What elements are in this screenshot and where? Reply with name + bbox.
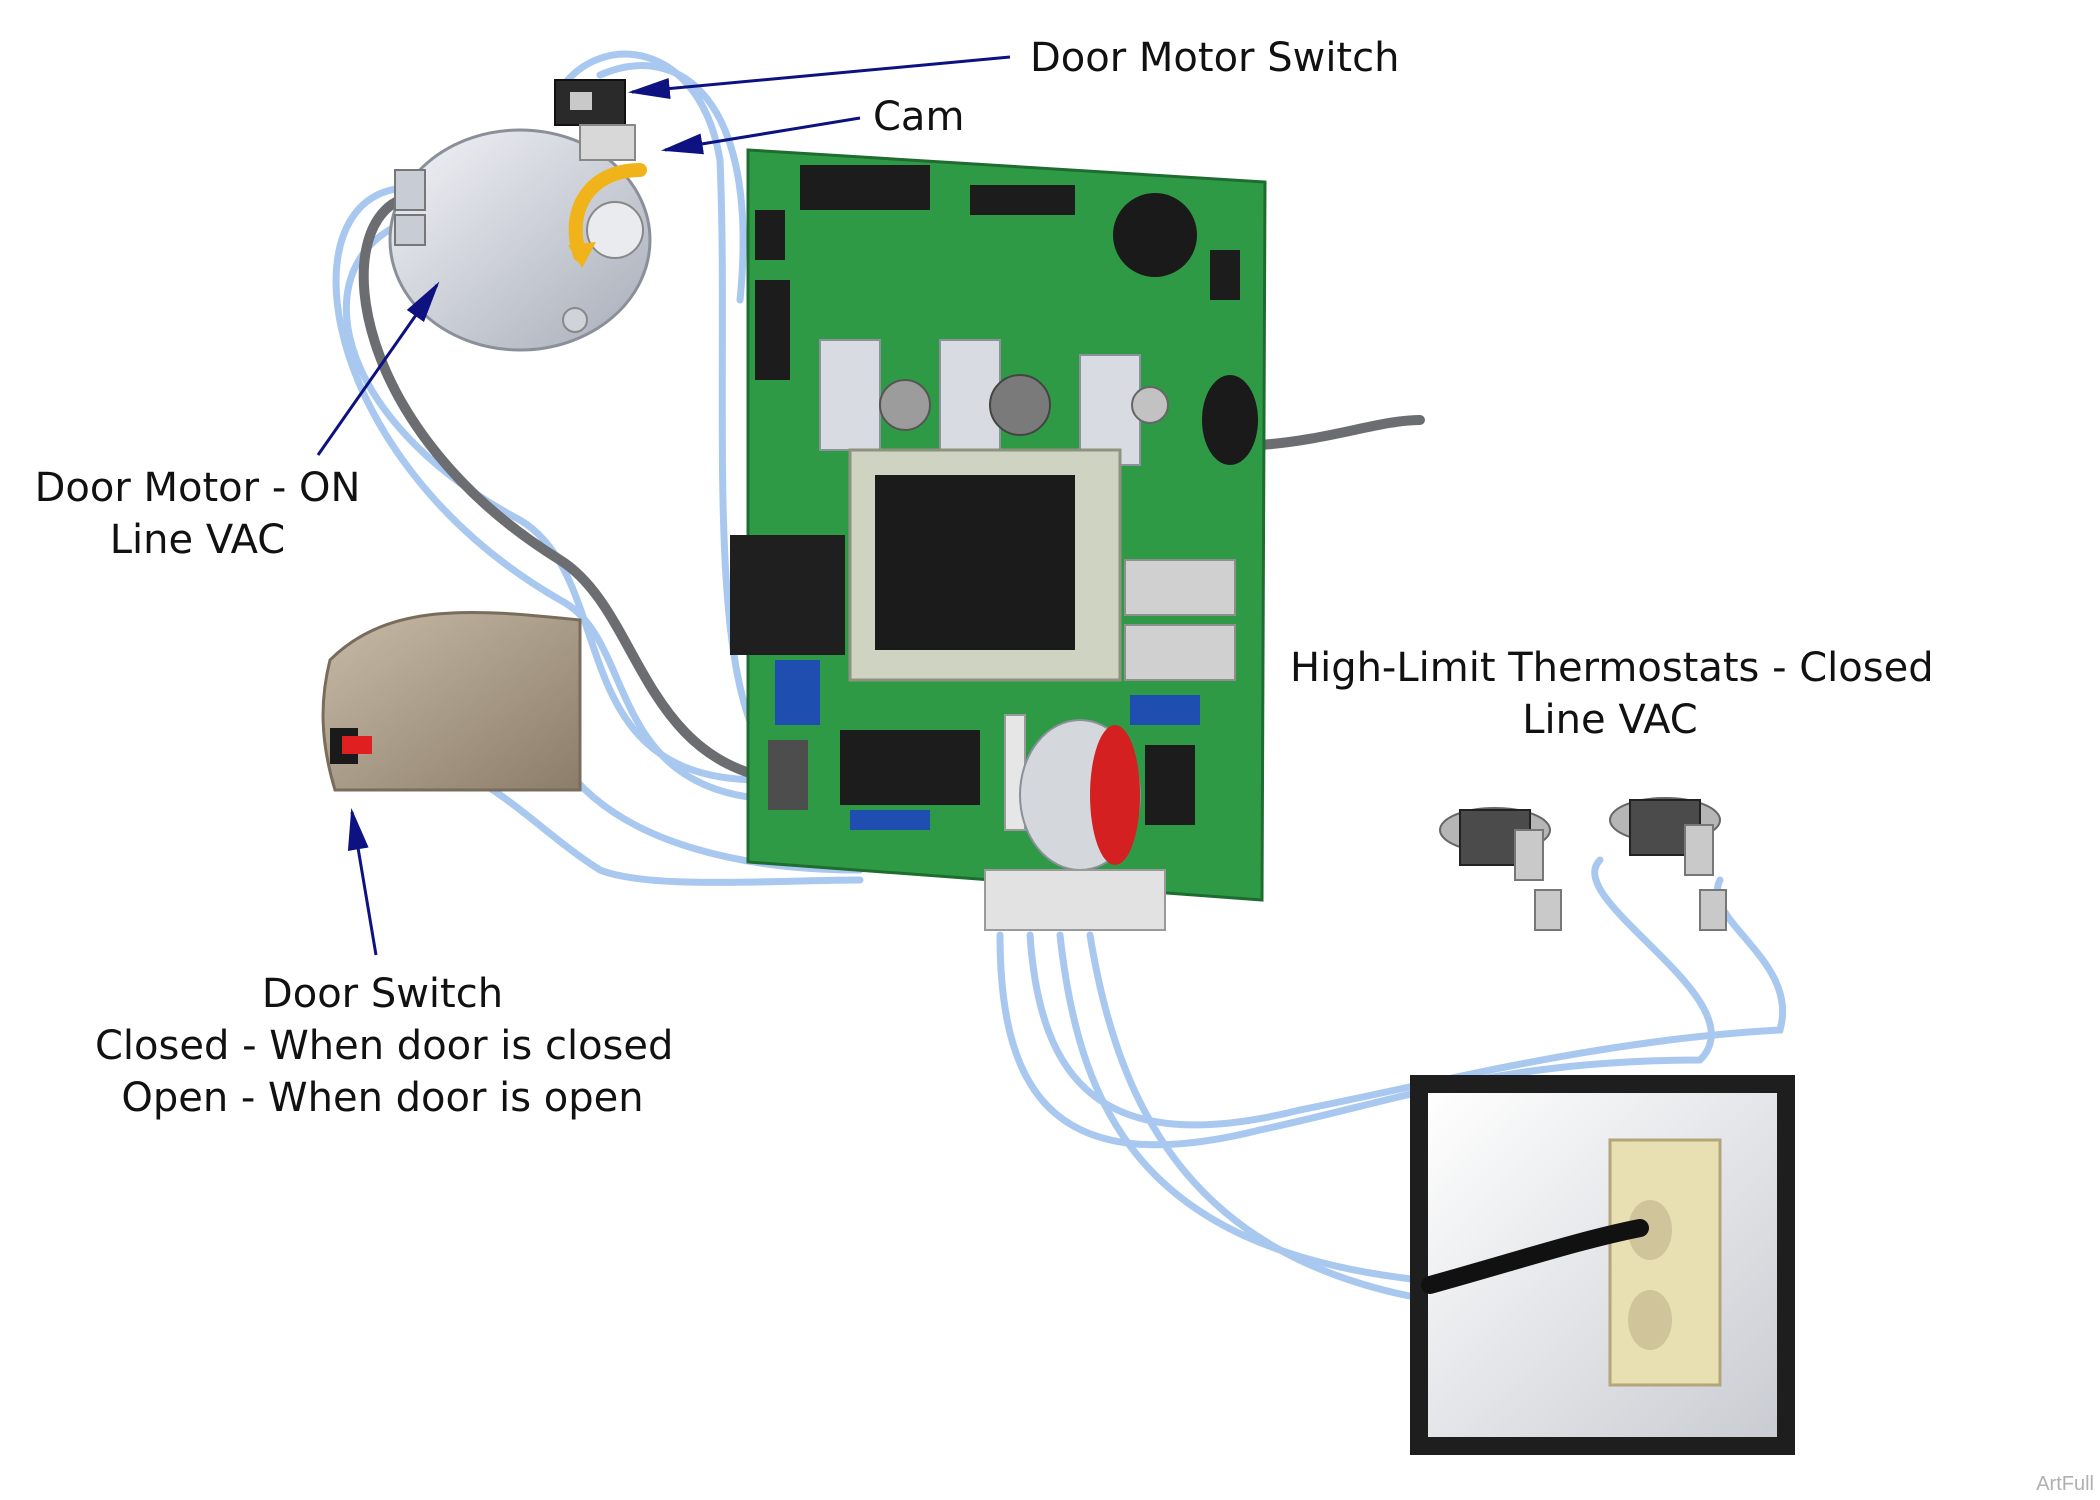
thermostats-label-line-2: Line VAC	[1522, 697, 1698, 743]
wall-outlet	[1410, 1075, 1795, 1455]
dark-cables	[358, 195, 1425, 785]
door-motor-switch	[554, 79, 626, 126]
cam	[579, 124, 636, 161]
circuit-board	[730, 148, 1267, 931]
door-switch-label-line-3: Open - When door is open	[121, 1075, 644, 1121]
door-switch-label-line-1: Door Switch	[261, 971, 504, 1017]
door-motor-switch-arrow	[627, 55, 1011, 99]
cam-label: Cam	[873, 94, 965, 140]
thermostats-label: High-Limit Thermostats - Closed Line VAC	[1290, 642, 1934, 746]
thermostat-1	[1439, 807, 1562, 931]
thermostat-2	[1609, 797, 1727, 931]
door-switch	[321, 610, 582, 792]
thermostats-label-line-1: High-Limit Thermostats - Closed	[1290, 645, 1934, 691]
cam-arrow	[660, 116, 861, 155]
door-motor-switch-label: Door Motor Switch	[1030, 35, 1400, 81]
door-motor-label-line-1: Door Motor - ON	[34, 465, 361, 511]
door-switch-label: Door Switch Closed - When door is closed…	[95, 968, 674, 1124]
door-motor-label-line-2: Line VAC	[109, 517, 286, 563]
door-motor-label: Door Motor - ON Line VAC	[30, 462, 365, 566]
door-switch-arrow	[347, 807, 378, 956]
door-switch-label-line-2: Closed - When door is closed	[95, 1023, 674, 1069]
door-motor-arrow	[316, 281, 440, 456]
watermark: ArtFull	[2036, 1473, 2094, 1495]
door-motor	[388, 128, 652, 352]
callout-arrows	[316, 55, 1011, 956]
